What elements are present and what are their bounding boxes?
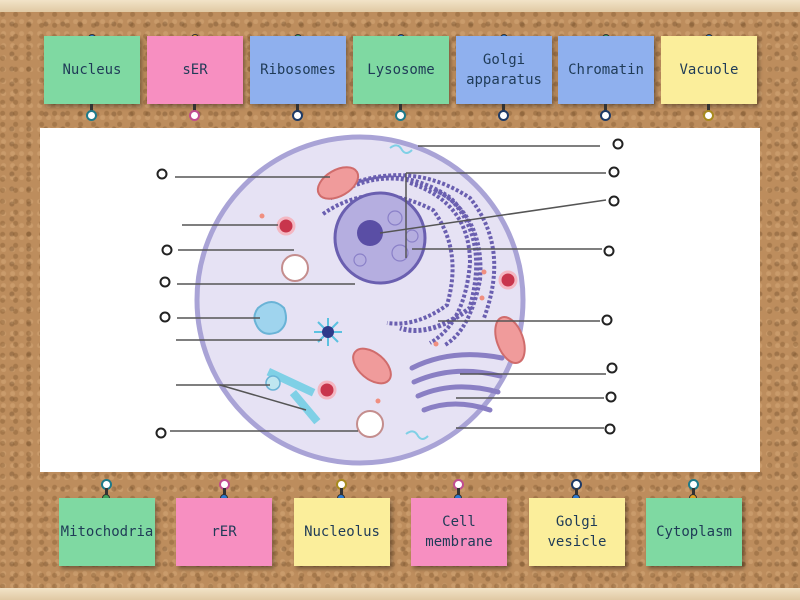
label-text: Ribosomes bbox=[260, 62, 336, 78]
label-text: Nucleolus bbox=[304, 524, 380, 540]
drop-target-ring-icon[interactable] bbox=[292, 110, 303, 121]
lysosome-shape bbox=[498, 270, 518, 290]
animal-cell-illustration bbox=[155, 134, 624, 466]
drop-target-ring-icon bbox=[608, 195, 620, 207]
label-text: Nucleus bbox=[62, 62, 122, 78]
drop-target-ring-icon bbox=[604, 423, 616, 435]
cell-diagram bbox=[40, 128, 760, 472]
board-frame-bottom bbox=[0, 588, 800, 600]
drop-target-ring-icon bbox=[603, 245, 615, 257]
label-card-cell-membrane[interactable]: Cell membrane bbox=[411, 498, 507, 566]
lysosome-shape bbox=[276, 216, 296, 236]
drop-target-ring-icon bbox=[161, 244, 173, 256]
smooth-er-shape bbox=[266, 368, 316, 397]
label-card-rer[interactable]: rER bbox=[176, 498, 272, 566]
mitochondrion-shape bbox=[316, 166, 360, 200]
drop-target-ring-icon bbox=[601, 314, 613, 326]
label-text: Golgi apparatus bbox=[466, 52, 542, 88]
label-card-vacuole[interactable]: Vacuole bbox=[661, 36, 757, 104]
card-stick bbox=[457, 488, 460, 498]
drop-target-ring-icon[interactable] bbox=[498, 110, 509, 121]
drop-target-ring-icon bbox=[608, 166, 620, 178]
golgi-vesicle-shape bbox=[356, 410, 384, 438]
label-card-chromatin[interactable]: Chromatin bbox=[558, 36, 654, 104]
label-card-mitochodria[interactable]: Mitochodria bbox=[59, 498, 155, 566]
nucleolus-shape bbox=[357, 220, 383, 246]
label-text: Cytoplasm bbox=[656, 524, 732, 540]
card-stick bbox=[604, 104, 607, 112]
label-text: Cell membrane bbox=[425, 514, 493, 550]
label-text: Mitochodria bbox=[60, 524, 154, 540]
smooth-er-shape bbox=[289, 390, 321, 425]
label-card-golgi-apparatus[interactable]: Golgi apparatus bbox=[456, 36, 552, 104]
mitochondrion-shape bbox=[352, 347, 392, 385]
card-stick bbox=[399, 104, 402, 112]
golgi-vesicle-shape bbox=[281, 254, 309, 282]
drop-target-ring-icon[interactable] bbox=[703, 110, 714, 121]
label-text: Golgi vesicle bbox=[547, 514, 607, 550]
card-stick bbox=[340, 488, 343, 498]
card-stick bbox=[223, 488, 226, 498]
label-card-cytoplasm[interactable]: Cytoplasm bbox=[646, 498, 742, 566]
drop-target-ring-icon[interactable] bbox=[600, 110, 611, 121]
mitochondrion-shape bbox=[494, 316, 526, 364]
label-text: Vacuole bbox=[679, 62, 739, 78]
label-card-nucleolus[interactable]: Nucleolus bbox=[294, 498, 390, 566]
drop-target-ring-icon[interactable] bbox=[395, 110, 406, 121]
card-stick bbox=[90, 104, 93, 112]
ribosomes-shape bbox=[259, 213, 487, 404]
card-stick bbox=[105, 488, 108, 498]
label-card-ribosomes[interactable]: Ribosomes bbox=[250, 36, 346, 104]
card-stick bbox=[575, 488, 578, 498]
label-card-nucleus[interactable]: Nucleus bbox=[44, 36, 140, 104]
label-text: Chromatin bbox=[568, 62, 644, 78]
drop-target-ring-icon bbox=[156, 168, 168, 180]
drop-target-ring-icon bbox=[605, 391, 617, 403]
drop-target-circles bbox=[155, 138, 624, 439]
vacuole-shape bbox=[253, 301, 287, 335]
drop-target-ring-icon bbox=[159, 311, 171, 323]
label-card-lysosome[interactable]: Lysosome bbox=[353, 36, 449, 104]
drop-target-ring-icon[interactable] bbox=[86, 110, 97, 121]
label-text: sER bbox=[182, 62, 208, 78]
card-stick bbox=[692, 488, 695, 498]
card-stick bbox=[296, 104, 299, 112]
card-stick bbox=[502, 104, 505, 112]
drop-target-ring-icon bbox=[606, 362, 618, 374]
label-text: Lysosome bbox=[367, 62, 435, 78]
drop-target-ring-icon bbox=[155, 427, 167, 439]
lysosome-shape bbox=[317, 380, 337, 400]
label-card-ser[interactable]: sER bbox=[147, 36, 243, 104]
leader-lines bbox=[170, 145, 607, 432]
drop-target-ring-icon bbox=[159, 276, 171, 288]
label-card-golgi-vesicle[interactable]: Golgi vesicle bbox=[529, 498, 625, 566]
board-frame-top bbox=[0, 0, 800, 12]
drop-target-ring-icon bbox=[612, 138, 624, 150]
card-stick bbox=[707, 104, 710, 112]
drop-target-ring-icon[interactable] bbox=[189, 110, 200, 121]
card-stick bbox=[193, 104, 196, 112]
label-text: rER bbox=[211, 524, 237, 540]
